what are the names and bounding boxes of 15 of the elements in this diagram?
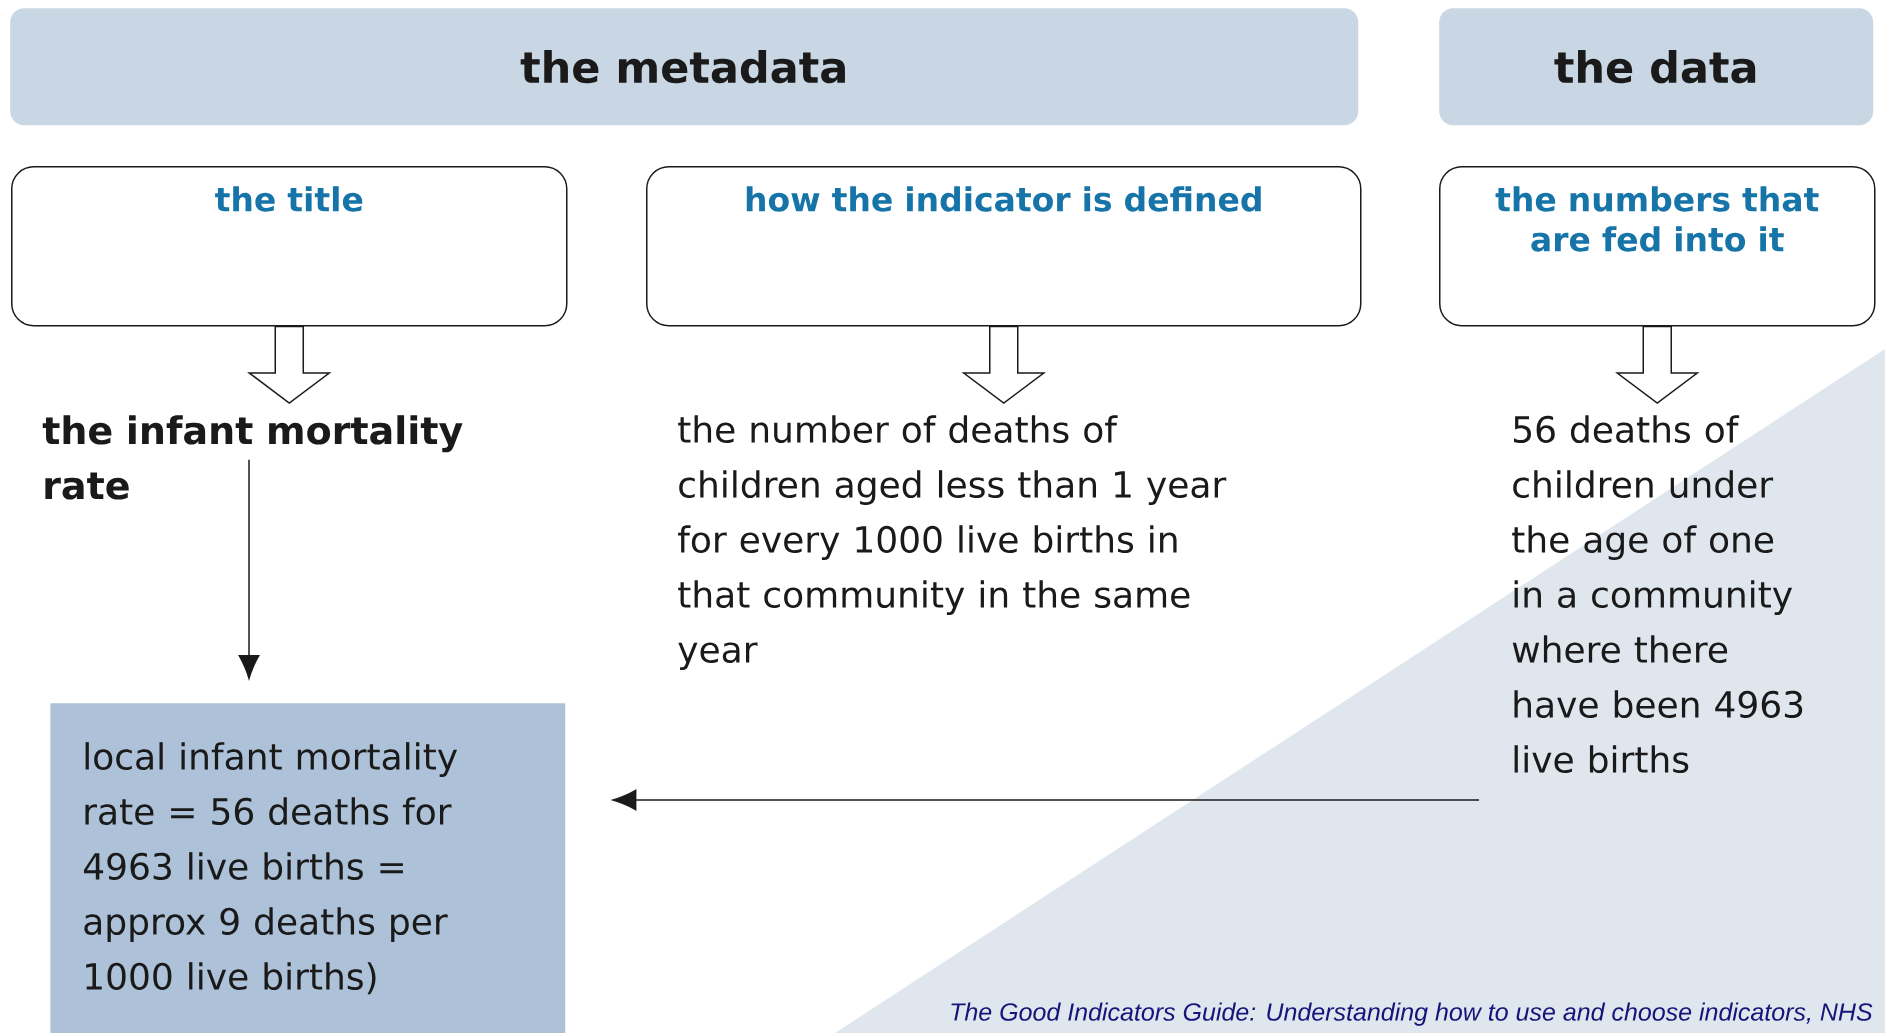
heading-box: the title xyxy=(11,166,568,327)
heading-box: how the indicator is defined xyxy=(646,166,1362,327)
description-text: the number of deaths of children aged less than 1 year for every 1000 live births in that community in the same year xyxy=(678,415,1227,671)
description-text: 56 deaths of children under the age of one in a community where there have been 4963 live births xyxy=(1512,415,1803,774)
section-band: the metadata xyxy=(10,8,1359,126)
source-caption: The Good Indicators Guide: Understanding how to use and choose indicators, NHS xyxy=(951,1002,1873,1026)
heading-box: the numbers that are fed into it xyxy=(1439,166,1876,327)
hollow-arrow xyxy=(1615,325,1700,404)
hollow-arrow xyxy=(961,325,1046,404)
hollow-arrow xyxy=(247,325,332,404)
section-band: the data xyxy=(1439,8,1874,126)
arrow xyxy=(238,459,260,679)
term-text: the infant mortality rate xyxy=(42,415,463,500)
result-box: local infant mortality rate = 56 deaths for 4963 live births = approx 9 deaths per 1000 live births) xyxy=(50,703,566,1033)
arrow xyxy=(612,789,1480,811)
